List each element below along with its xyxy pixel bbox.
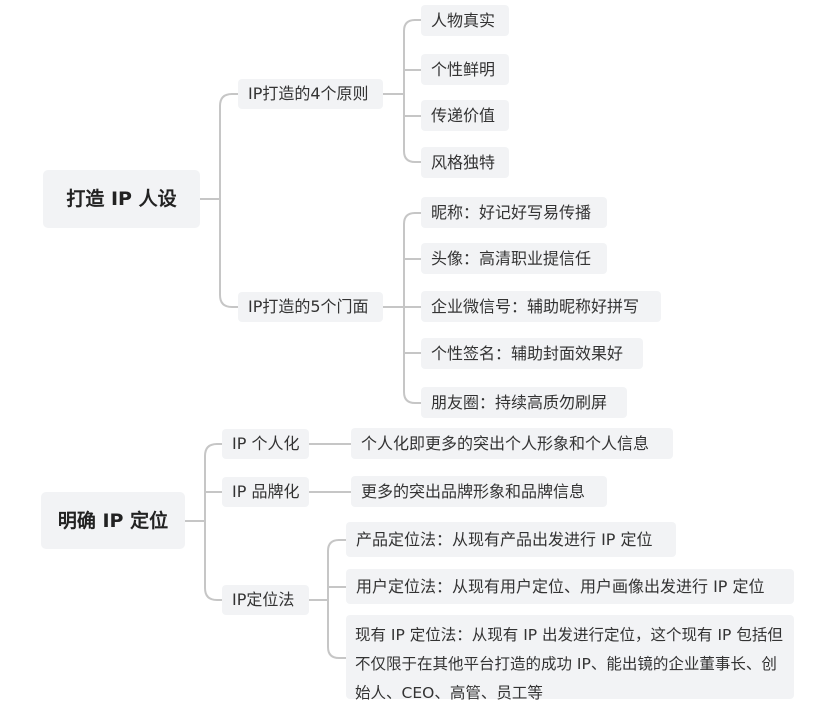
leaf-node[interactable]: 头像：高清职业提信任 xyxy=(421,243,607,274)
leaf-node[interactable]: 朋友圈：持续高质勿刷屏 xyxy=(421,387,627,418)
leaf-node[interactable]: 传递价值 xyxy=(421,100,509,131)
branch-node-branding[interactable]: IP 品牌化 xyxy=(222,477,309,507)
leaf-node[interactable]: 现有 IP 定位法：从现有 IP 出发进行定位，这个现有 IP 包括但不仅限于在… xyxy=(346,615,794,702)
leaf-node[interactable]: 更多的突出品牌形象和品牌信息 xyxy=(351,476,607,507)
leaf-node[interactable]: 昵称：好记好写易传播 xyxy=(421,197,607,228)
leaf-node[interactable]: 风格独特 xyxy=(421,147,509,178)
leaf-node[interactable]: 用户定位法：从现有用户定位、用户画像出发进行 IP 定位 xyxy=(346,569,794,604)
leaf-node[interactable]: 个性鲜明 xyxy=(421,54,509,85)
leaf-node[interactable]: 产品定位法：从现有产品出发进行 IP 定位 xyxy=(346,522,676,557)
branch-node-facades[interactable]: IP打造的5个门面 xyxy=(238,292,383,322)
leaf-node[interactable]: 个人化即更多的突出个人形象和个人信息 xyxy=(351,428,673,459)
branch-node-principles[interactable]: IP打造的4个原则 xyxy=(238,79,383,109)
leaf-node[interactable]: 人物真实 xyxy=(421,5,509,36)
root-node-ip-positioning[interactable]: 明确 IP 定位 xyxy=(41,492,185,549)
branch-node-positioning-methods[interactable]: IP定位法 xyxy=(222,585,309,615)
branch-node-personalization[interactable]: IP 个人化 xyxy=(222,429,309,459)
leaf-node[interactable]: 企业微信号：辅助昵称好拼写 xyxy=(421,291,661,322)
root-node-ip-persona[interactable]: 打造 IP 人设 xyxy=(43,170,200,228)
leaf-node[interactable]: 个性签名：辅助封面效果好 xyxy=(421,338,643,369)
